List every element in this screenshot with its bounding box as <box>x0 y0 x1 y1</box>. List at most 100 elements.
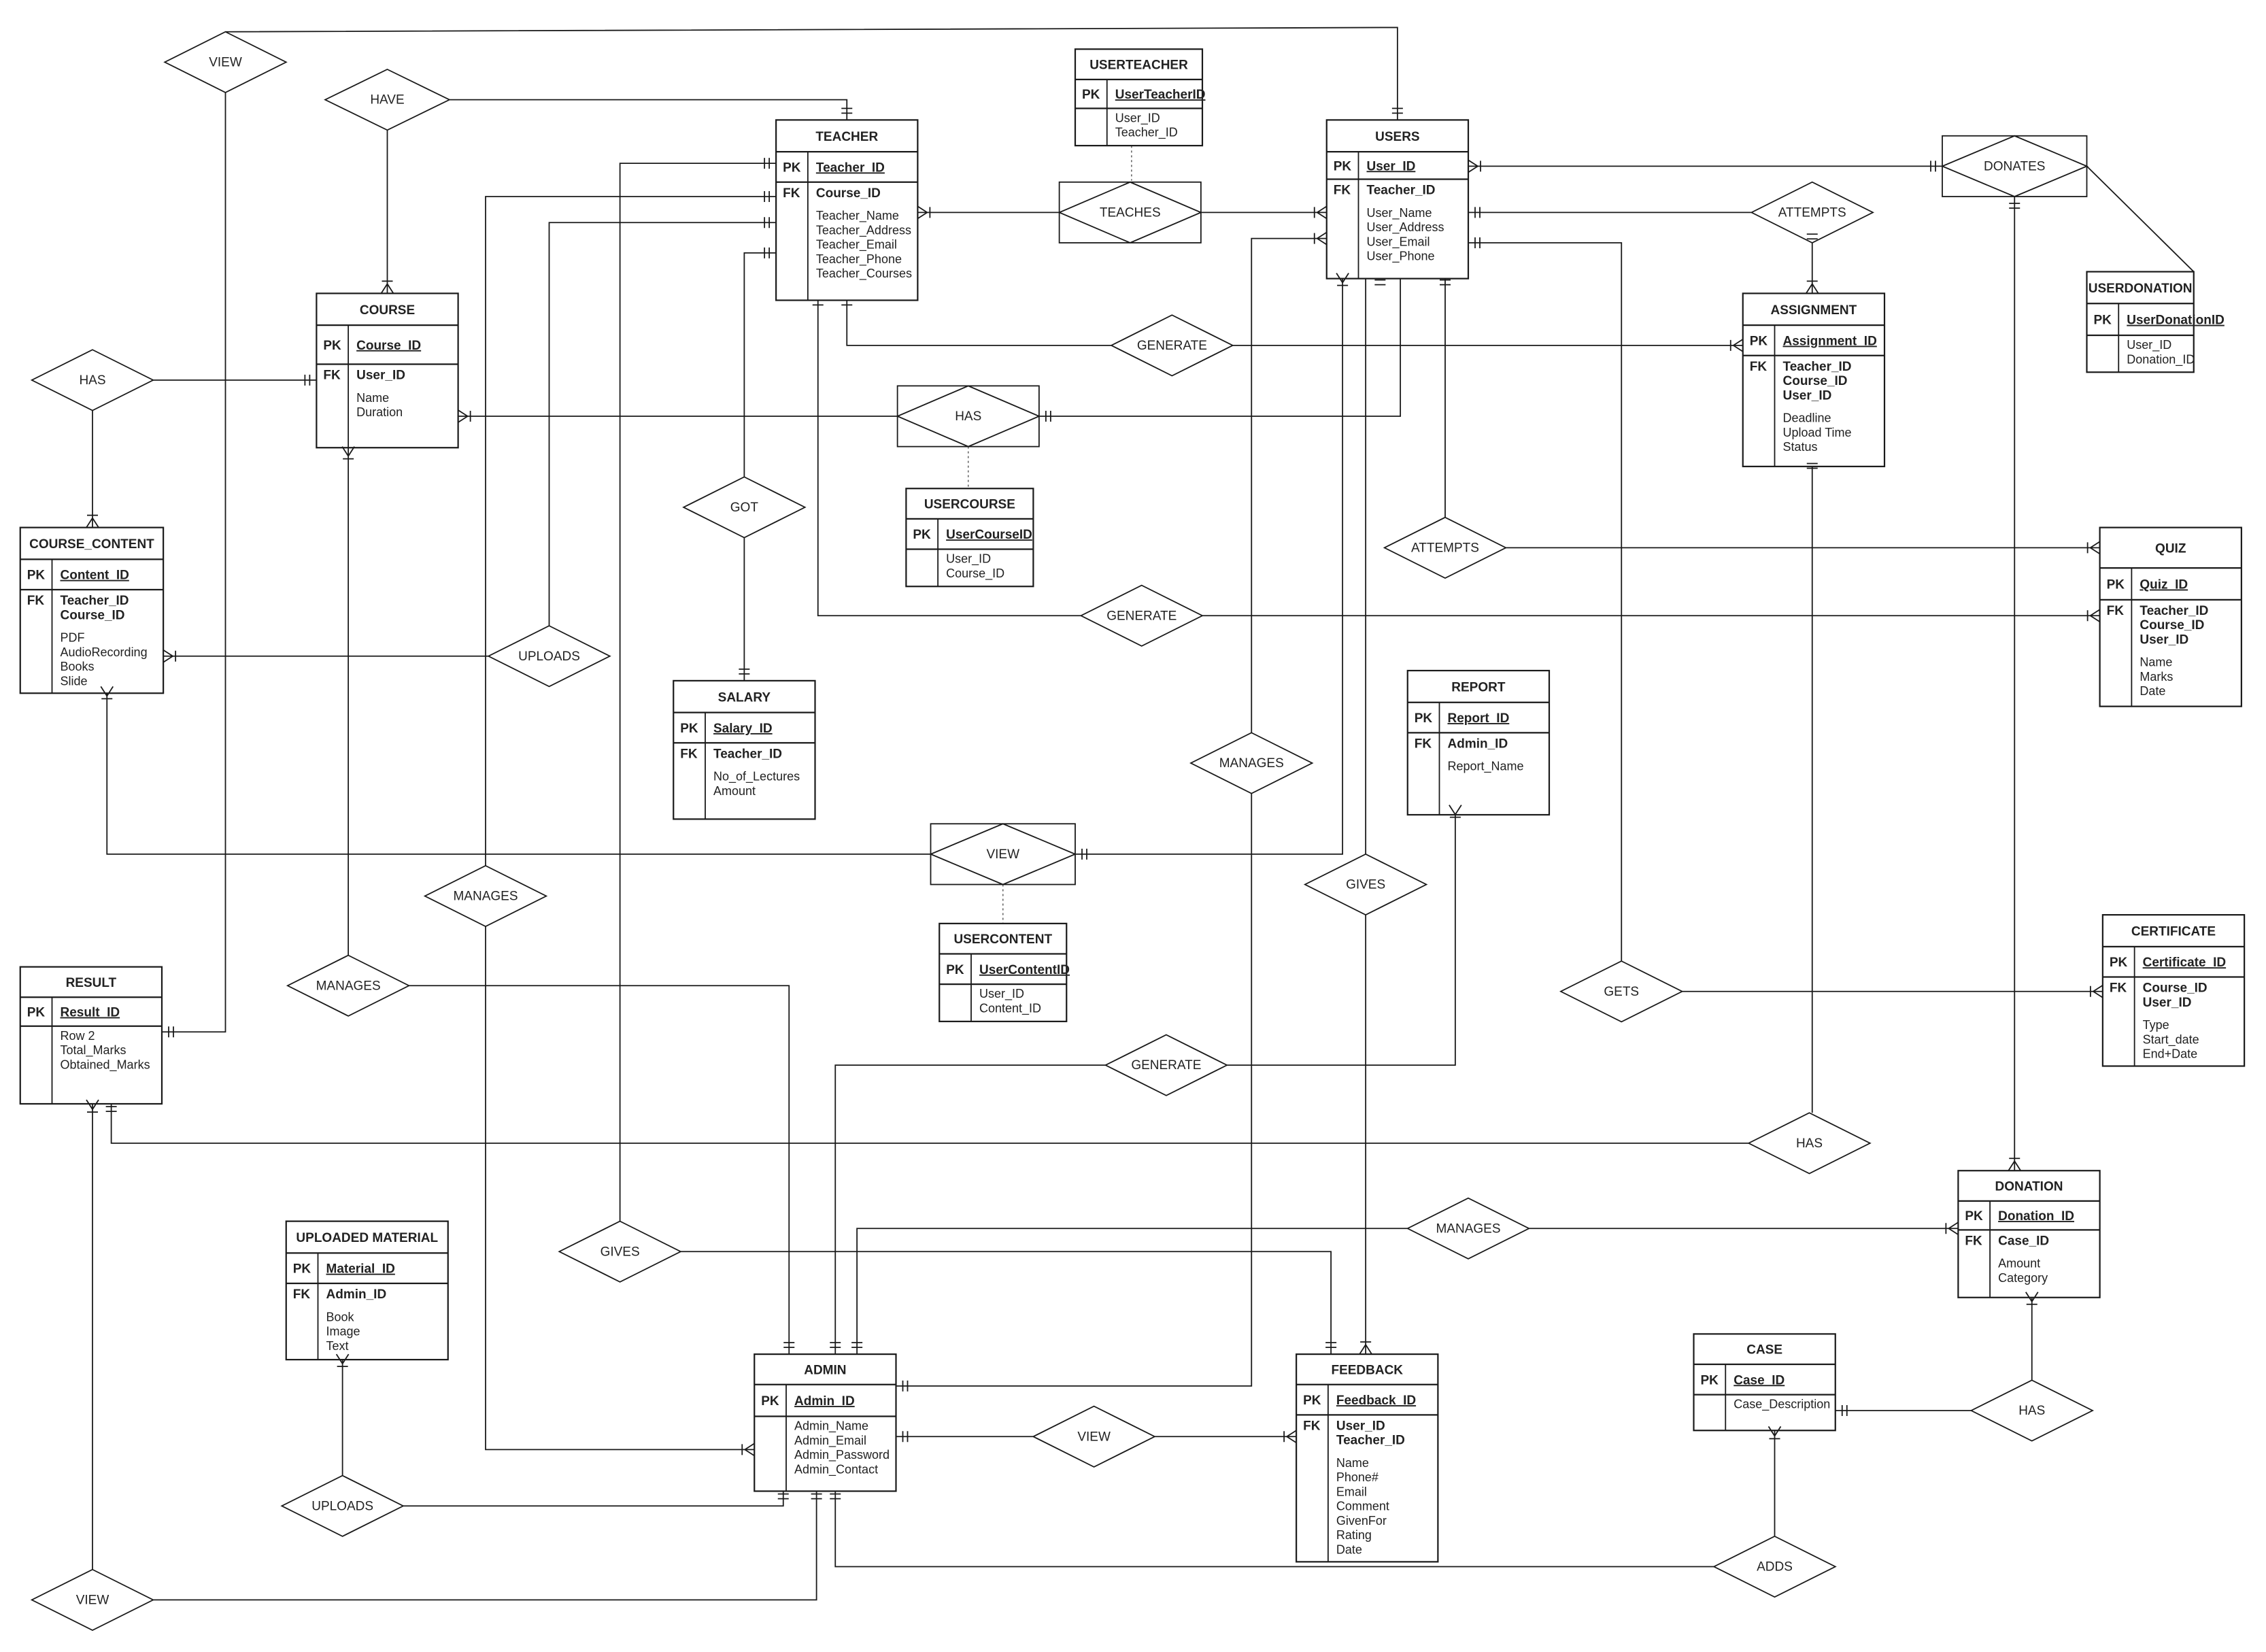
entity-box <box>19 966 163 1105</box>
relationship-label: GENERATE <box>1106 609 1177 623</box>
relationship-line <box>106 686 932 855</box>
relationship-has[interactable]: HAS <box>896 385 1041 448</box>
attribute: Rating <box>1336 1528 1372 1542</box>
many-cardinality-marker <box>1468 159 1481 173</box>
relationship-gives[interactable]: GIVES <box>1303 853 1428 916</box>
relationship-has[interactable]: HAS <box>30 349 155 411</box>
one-cardinality-marker <box>764 191 771 202</box>
entity-box <box>1957 1170 2101 1298</box>
relationship-manages[interactable]: MANAGES <box>1406 1197 1531 1260</box>
entity-title: RESULT <box>66 976 117 990</box>
pk-label: PK <box>1965 1209 1983 1224</box>
one-cardinality-marker <box>841 299 853 306</box>
one-cardinality-marker <box>1930 161 1936 172</box>
relationship-view[interactable]: VIEW <box>929 823 1077 886</box>
primary-key: Report_ID <box>1448 711 1510 726</box>
relationship-view[interactable]: VIEW <box>163 31 288 94</box>
relationship-generate[interactable]: GENERATE <box>1110 314 1234 377</box>
relationship-diamond <box>1383 516 1508 579</box>
relationship-gives[interactable]: GIVES <box>558 1220 682 1283</box>
relationship-adds[interactable]: ADDS <box>1712 1535 1837 1598</box>
relationship-manages[interactable]: MANAGES <box>1189 732 1314 794</box>
relationship-label: ATTEMPTS <box>1778 205 1846 220</box>
relationship-uploads[interactable]: UPLOADS <box>487 625 611 688</box>
relationship-teaches[interactable]: TEACHES <box>1058 181 1203 243</box>
relationship-gets[interactable]: GETS <box>1559 960 1684 1023</box>
one-cardinality-marker <box>105 1106 117 1113</box>
relationship-view[interactable]: VIEW <box>1032 1405 1156 1468</box>
primary-key: Donation_ID <box>1998 1209 2074 1224</box>
relationship-has[interactable]: HAS <box>1747 1112 1872 1175</box>
relationship-manages[interactable]: MANAGES <box>286 954 411 1017</box>
attribute: Obtained_Marks <box>61 1058 150 1072</box>
attribute: No_of_Lectures <box>713 770 800 784</box>
pk-label: PK <box>913 528 931 542</box>
many-cardinality-marker <box>741 1443 755 1457</box>
relationship-line <box>680 1251 1332 1355</box>
attribute: Name <box>356 391 389 405</box>
attribute: Phone# <box>1336 1470 1379 1484</box>
attribute: Slide <box>61 674 88 688</box>
relationship-manages[interactable]: MANAGES <box>423 864 548 928</box>
one-cardinality-marker <box>1806 462 1818 469</box>
relationship-attempts[interactable]: ATTEMPTS <box>1383 516 1508 579</box>
relationship-attempts[interactable]: ATTEMPTS <box>1750 181 1875 244</box>
relationship-got[interactable]: GOT <box>682 476 807 539</box>
relationship-diamond <box>682 476 807 539</box>
one-cardinality-marker <box>168 1026 174 1038</box>
relationship-generate[interactable]: GENERATE <box>1104 1034 1229 1096</box>
relationship-diamond <box>558 1220 682 1283</box>
many-cardinality-marker <box>2089 984 2103 998</box>
relationship-line <box>743 252 777 477</box>
relationship-view[interactable]: VIEW <box>30 1568 155 1632</box>
primary-key: Assignment_ID <box>1783 334 1877 348</box>
relationship-diamond <box>1750 181 1875 244</box>
relationship-generate[interactable]: GENERATE <box>1079 584 1204 647</box>
attribute: User_ID <box>979 987 1024 1001</box>
one-cardinality-marker <box>1440 279 1451 286</box>
relationship-have[interactable]: HAVE <box>324 68 451 131</box>
one-cardinality-marker <box>830 1493 841 1500</box>
relationship-diamond <box>1303 853 1428 916</box>
associative-entity-frame <box>1058 181 1202 243</box>
relationship-line <box>856 1228 1408 1355</box>
primary-key: UserCourseID <box>946 528 1032 542</box>
attribute: Amount <box>1998 1257 2040 1270</box>
entity-title: USERS <box>1375 130 1419 144</box>
relationship-diamonds: VIEW HAVE TEACHES DONATES ATTEMPTS HAS GENERAT… <box>30 31 2095 1632</box>
attribute: Upload Time <box>1783 426 1852 439</box>
relationship-donates[interactable]: DONATES <box>1940 135 2089 197</box>
relationship-label: HAS <box>1796 1136 1823 1151</box>
relationship-uploads[interactable]: UPLOADS <box>280 1474 405 1537</box>
relationship-diamond <box>1189 732 1314 794</box>
pk-label: PK <box>323 339 341 353</box>
fk-label: FK <box>1415 737 1432 751</box>
relationship-line <box>834 1487 1714 1568</box>
many-cardinality-marker <box>86 1099 99 1113</box>
pk-label: PK <box>1415 711 1433 726</box>
relationship-has[interactable]: HAS <box>1969 1379 2095 1442</box>
relationship-line <box>548 222 777 626</box>
primary-key: Result_ID <box>61 1006 120 1020</box>
many-cardinality-marker <box>335 1353 350 1368</box>
